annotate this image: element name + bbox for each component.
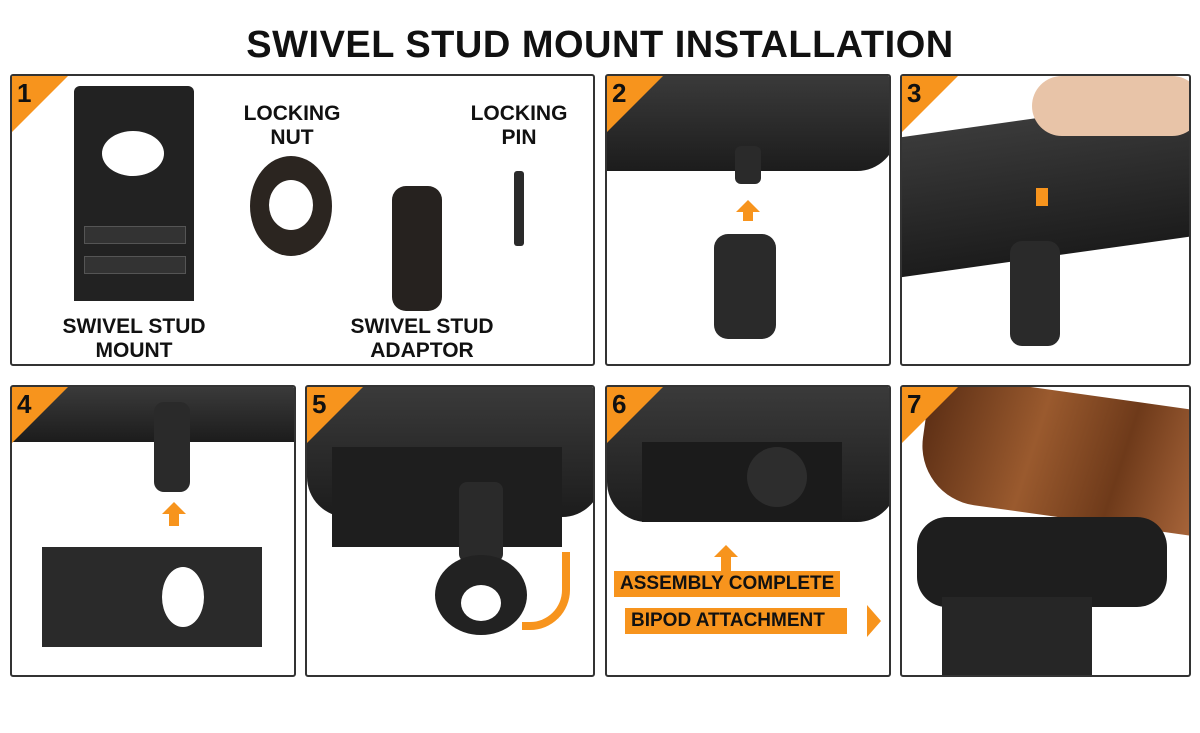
arrow-stem <box>169 514 179 526</box>
step-badge <box>607 76 663 132</box>
step-badge <box>607 387 663 443</box>
locking-pin-image <box>514 171 524 246</box>
finger-image <box>1032 76 1189 136</box>
swivel-stud-mount-image <box>42 547 262 647</box>
step-3-panel: 3 <box>900 74 1191 366</box>
step-number: 5 <box>312 389 327 419</box>
step-5-panel: 5 <box>305 385 595 677</box>
adaptor-image <box>714 234 776 339</box>
rotate-arrow-icon <box>522 552 570 630</box>
step-badge <box>307 387 363 443</box>
stud-image <box>735 146 761 184</box>
arrow-right-icon <box>867 605 881 637</box>
step-1-panel: 1 LOCKING NUT LOCKING PIN SWIVEL STUD MO… <box>10 74 595 366</box>
step-badge <box>902 76 958 132</box>
step-6-panel: ASSEMBLY COMPLETE BIPOD ATTACHMENT 6 <box>605 385 891 677</box>
adaptor-image <box>1010 241 1060 346</box>
locking-nut-image <box>435 555 527 635</box>
label-swivel-stud-adaptor: SWIVEL STUD ADAPTOR <box>350 315 494 362</box>
arrow-up-icon <box>162 502 186 514</box>
step-number: 2 <box>612 78 627 108</box>
step-number: 1 <box>17 78 32 108</box>
mount-rail-image <box>332 447 562 547</box>
arrow-stem <box>743 211 753 221</box>
arrow-up-icon <box>736 200 760 212</box>
step-7-panel: 7 <box>900 385 1191 677</box>
bipod-leg-image <box>942 597 1092 675</box>
bipod-image <box>917 517 1167 607</box>
locking-nut-image <box>747 447 807 507</box>
arrow-stem <box>721 557 731 571</box>
label-swivel-stud-mount: SWIVEL STUD MOUNT <box>62 315 206 362</box>
arrow-down-icon <box>1036 188 1048 206</box>
step-2-panel: 2 <box>605 74 891 366</box>
bipod-attachment-label: BIPOD ATTACHMENT <box>625 608 847 634</box>
adaptor-image <box>154 402 190 492</box>
label-locking-nut: LOCKING NUT <box>243 102 341 149</box>
step-number: 7 <box>907 389 922 419</box>
page-title: SWIVEL STUD MOUNT INSTALLATION <box>246 24 954 66</box>
step-badge <box>902 387 958 443</box>
locking-nut-image <box>250 156 332 256</box>
step-badge <box>12 387 68 443</box>
swivel-stud-mount-image <box>74 86 194 301</box>
step-number: 4 <box>17 389 32 419</box>
label-locking-pin: LOCKING PIN <box>470 102 568 149</box>
step-number: 6 <box>612 389 627 419</box>
mount-rail-image <box>642 442 842 522</box>
step-4-panel: 4 <box>10 385 296 677</box>
assembly-complete-label: ASSEMBLY COMPLETE <box>614 571 841 597</box>
adaptor-image <box>459 482 503 562</box>
step-badge <box>12 76 68 132</box>
step-number: 3 <box>907 78 922 108</box>
arrow-up-icon <box>714 545 738 557</box>
swivel-stud-adaptor-image <box>392 186 442 311</box>
